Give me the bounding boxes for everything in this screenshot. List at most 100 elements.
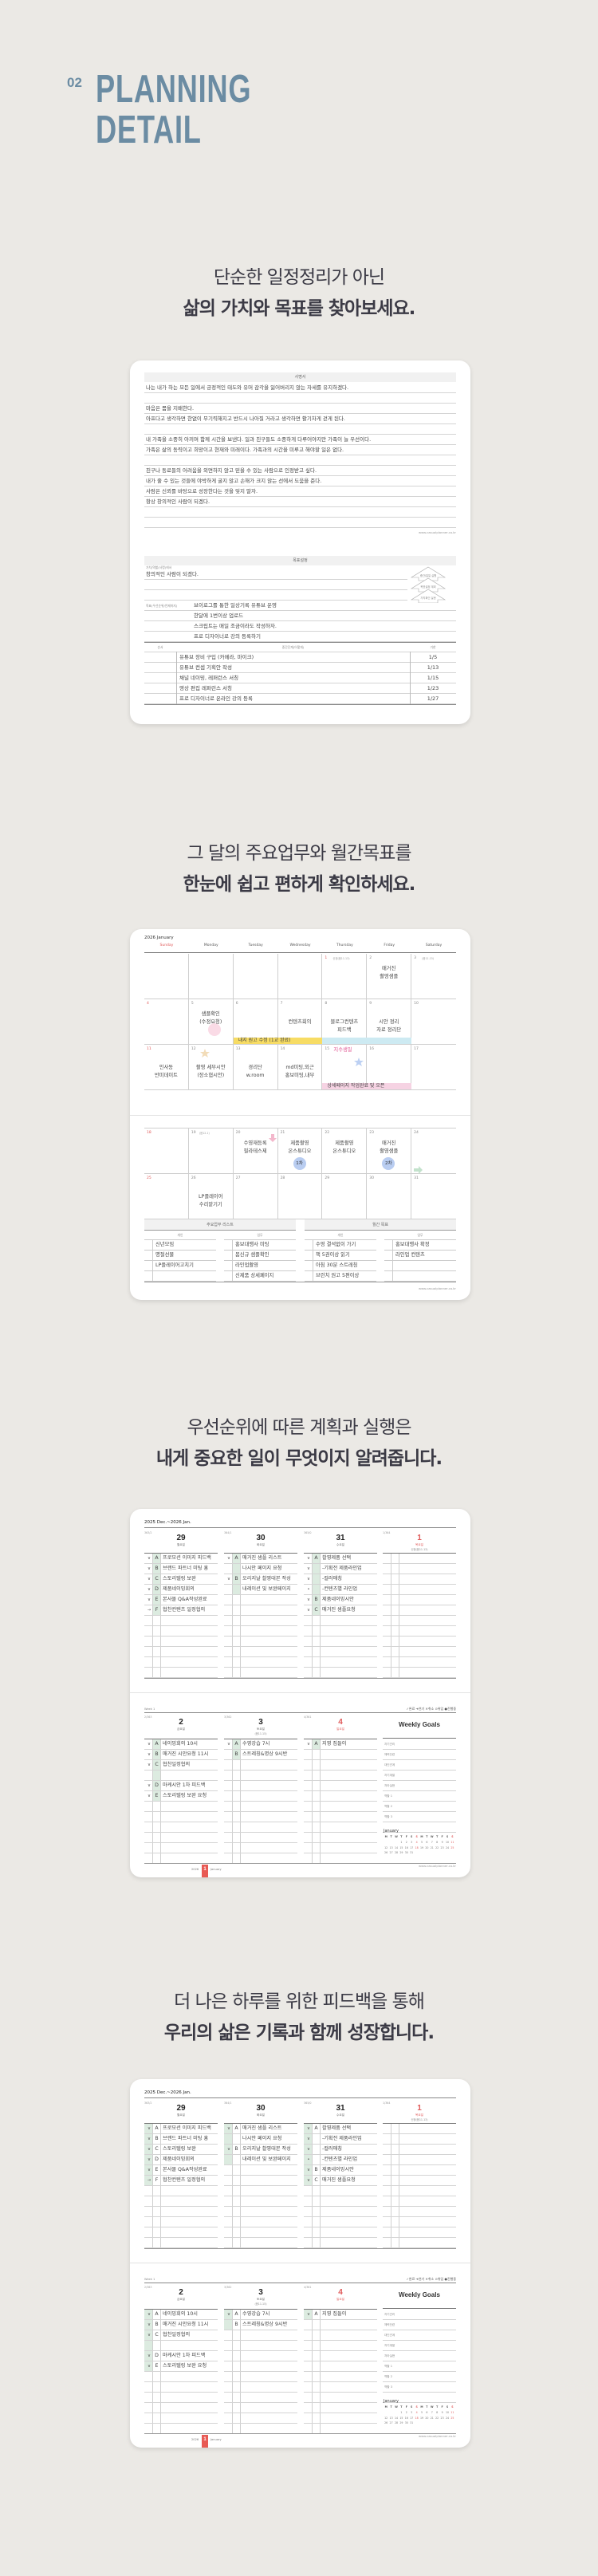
footer-month-tab: 1 xyxy=(202,1865,208,1877)
lunar-date: (음11.15) xyxy=(422,956,435,960)
task-text: 스토리텔링 보완 xyxy=(163,2146,196,2152)
task-text: 매거진 샘플요청 xyxy=(322,1607,356,1613)
list-item: 신년모임 xyxy=(144,1240,216,1251)
day-of-week: 화요일 xyxy=(257,1543,265,1546)
task-row xyxy=(383,2207,456,2217)
mini-day: 25 xyxy=(450,1845,454,1849)
footer-month: January xyxy=(210,1868,222,1871)
task-row xyxy=(304,1781,377,1791)
mini-day: 28 xyxy=(394,1851,399,1854)
task-row xyxy=(224,1668,297,1678)
task-row xyxy=(144,1802,218,1812)
mini-day: 25 xyxy=(450,2416,454,2420)
mini-day: 3 xyxy=(411,1841,413,1844)
lunar-date: 신정(음11.13) xyxy=(411,2118,428,2121)
sticker-star-icon xyxy=(199,1046,210,1058)
mini-day: 29 xyxy=(399,1851,403,1854)
task-row xyxy=(304,2393,377,2403)
task-status: v xyxy=(148,1794,151,1798)
mini-weekday: T xyxy=(400,2405,403,2409)
mini-day: 4 xyxy=(415,1841,418,1844)
task-text: 프로모션 이미지 피드백 xyxy=(163,1555,211,1561)
day-cell: 12 촬영 세부시안 (장소협시안) xyxy=(188,1045,234,1090)
title-line-1: PLANNING xyxy=(96,68,252,111)
list-item: LP플레이어고치기 xyxy=(144,1261,216,1271)
task-priority: B xyxy=(234,1576,238,1581)
task-row xyxy=(144,2413,218,2424)
day-cell: 19(음12.1) xyxy=(188,1128,234,1174)
priority-column-line xyxy=(320,1554,321,1678)
table-divider xyxy=(176,662,177,673)
day-of-week: 화요일 xyxy=(257,2113,265,2117)
list-item: 홍보대행사 미팅 xyxy=(224,1240,296,1251)
task-row xyxy=(383,1554,456,1564)
mission-line: 사람은 신뢰를 바탕으로 성장한다는 것을 잊지 말자. xyxy=(144,486,456,497)
day-number: 18 xyxy=(147,1131,151,1135)
mini-day: 19 xyxy=(419,1845,424,1849)
day-number: 9 xyxy=(369,1002,372,1006)
mini-day: 1 xyxy=(400,1841,403,1844)
task-status: → xyxy=(147,1608,151,1613)
day-cell: 18 xyxy=(144,1128,189,1174)
mini-day: 12 xyxy=(384,1845,388,1849)
mini-day: 31 xyxy=(410,2421,414,2424)
task-row xyxy=(224,1595,297,1605)
pyramid-label-3: 가치확인 실현 xyxy=(420,597,436,600)
mini-day: 3 xyxy=(411,2411,413,2414)
mini-day: 28 xyxy=(394,2421,399,2424)
task-status: v xyxy=(148,2157,151,2162)
task-status: v xyxy=(148,1742,151,1747)
priority-highlight xyxy=(144,2310,152,2372)
day-of-week: 목요일 xyxy=(415,2113,423,2117)
list-margin-line xyxy=(392,1271,393,1281)
weekly-goal-row: 자기계발 xyxy=(383,1771,456,1781)
task-status: v xyxy=(148,1752,151,1757)
check-column-line xyxy=(232,2310,233,2434)
website-label: www.casualplanner.co.kr xyxy=(418,530,456,534)
task-row: v-기획전 제품라인업 xyxy=(304,1564,377,1574)
task-priority: C xyxy=(314,2177,318,2183)
goal-row: 한달에 1번이상 업로드 xyxy=(192,611,456,621)
task-row xyxy=(304,2196,377,2207)
weekday-thursday: Thursday xyxy=(336,943,353,947)
week-range-title: 2025 Dec.~2026 Jan. xyxy=(144,2090,191,2095)
day-note: 컨텐츠회의 xyxy=(288,1019,312,1025)
day-note: LP플레이어 수리맡기기 xyxy=(199,1194,223,1207)
mission-goal-page: 사명서 www.casualplanner.co.kr 목표설정 가치/역할(사… xyxy=(130,360,470,724)
day-of-week: 목요일 xyxy=(415,1543,423,1546)
day-cell xyxy=(188,954,234,999)
task-row xyxy=(144,1616,218,1626)
task-priority: A xyxy=(314,2311,318,2317)
day-number: 22 xyxy=(325,1131,330,1135)
goal-row: 스크립트는 매일 조금이라도 작성하자. xyxy=(192,621,456,632)
footer-year: 2026 xyxy=(191,1868,199,1871)
task-row xyxy=(304,1791,377,1802)
day-number: 21 xyxy=(280,1131,285,1135)
day-note: 제품촬영 온스튜디오 xyxy=(332,1140,356,1154)
list-margin-line xyxy=(232,1261,233,1270)
task-text: 스트레칭&명상 9시반 xyxy=(242,1751,288,1757)
weekly-goal-row: 자기관리 xyxy=(383,2310,456,2320)
mini-day: 6 xyxy=(426,1841,428,1844)
mini-day: 30 xyxy=(404,1851,408,1854)
task-row: 내레이션 및 보완페이지 xyxy=(224,1585,297,1595)
task-text: 제품네이밍회의 xyxy=(163,1586,195,1592)
priority-column-line xyxy=(240,2310,241,2434)
task-row xyxy=(304,1750,377,1760)
task-text: 촬영제품 선택 xyxy=(322,1555,352,1561)
priority-highlight xyxy=(224,2124,232,2165)
task-status: v xyxy=(227,1577,230,1581)
section4-line2: 우리의 삶은 기록과 함께 성장합니다. xyxy=(163,2023,435,2043)
section1-line1: 단순한 일정정리가 아닌 xyxy=(213,267,385,288)
due-date: 1/15 xyxy=(427,675,439,681)
task-row xyxy=(304,2403,377,2413)
day-of-week: 금요일 xyxy=(177,1727,185,1731)
task-text: 본사몰 Q&A작성완료 xyxy=(163,2167,207,2172)
task-status: v xyxy=(148,2137,151,2141)
